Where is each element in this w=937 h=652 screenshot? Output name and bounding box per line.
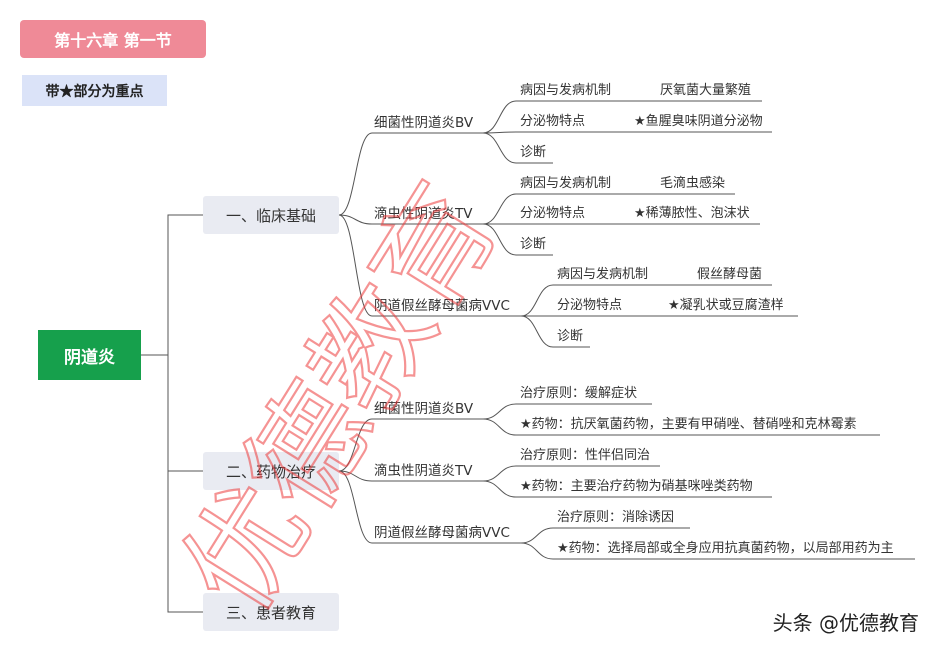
- curve: [520, 542, 554, 560]
- curve: [482, 132, 517, 164]
- branch-patient-education[interactable]: 三、患者教育: [203, 593, 339, 631]
- treat-vvc-drug[interactable]: ★药物：选择局部或全身应用抗真菌药物，以局部用药为主: [557, 541, 894, 556]
- treat-vvc[interactable]: 阴道假丝酵母菌病VVC: [374, 525, 510, 541]
- node-vvc[interactable]: 阴道假丝酵母菌病VVC: [374, 298, 510, 314]
- curve: [482, 465, 517, 482]
- root-link-2: [167, 355, 203, 472]
- vvc-diagnosis[interactable]: 诊断: [557, 329, 584, 344]
- vvc-etiology-detail[interactable]: 假丝酵母菌: [697, 267, 763, 282]
- bv-discharge[interactable]: 分泌物特点: [520, 114, 586, 129]
- bv-etiology[interactable]: 病因与发病机制: [520, 83, 612, 98]
- node-tv[interactable]: 滴虫性阴道炎TV: [374, 206, 473, 222]
- treat-bv-principle[interactable]: 治疗原则：缓解症状: [520, 386, 638, 401]
- root-link-1: [141, 214, 203, 356]
- curve: [482, 131, 517, 134]
- treat-vvc-principle[interactable]: 治疗原则：消除诱因: [557, 510, 675, 525]
- b1-bv: [338, 132, 373, 216]
- tv-etiology[interactable]: 病因与发病机制: [520, 176, 612, 191]
- branch-clinical-basics[interactable]: 一、临床基础: [203, 196, 339, 234]
- treat-bv[interactable]: 细菌性阴道炎BV: [374, 401, 474, 417]
- branch-drug-therapy[interactable]: 二、药物治疗: [203, 452, 339, 490]
- curve: [520, 284, 554, 317]
- b2-bv: [338, 418, 373, 472]
- tv-diagnosis[interactable]: 诊断: [520, 237, 547, 252]
- curve: [520, 527, 554, 544]
- root-link-3: [167, 471, 203, 613]
- curve: [482, 223, 517, 256]
- treat-tv-principle[interactable]: 治疗原则：性伴侣同治: [520, 448, 651, 463]
- bv-etiology-detail[interactable]: 厌氧菌大量繁殖: [660, 83, 752, 98]
- b2-vvc: [338, 470, 373, 544]
- vvc-discharge-detail[interactable]: ★凝乳状或豆腐渣样: [668, 298, 784, 313]
- curve: [482, 418, 517, 436]
- curve: [482, 403, 517, 420]
- source-credit: 头条 @优德教育: [772, 611, 919, 635]
- tv-discharge[interactable]: 分泌物特点: [520, 206, 586, 221]
- vvc-etiology[interactable]: 病因与发病机制: [557, 267, 649, 282]
- curve: [482, 100, 517, 134]
- chapter-title: 第十六章 第一节: [20, 20, 206, 58]
- treat-bv-drug[interactable]: ★药物：抗厌氧菌药物，主要有甲硝唑、替硝唑和克林霉素: [520, 417, 857, 432]
- bv-diagnosis[interactable]: 诊断: [520, 145, 547, 160]
- b1-vvc: [338, 214, 373, 317]
- b1-tv: [338, 214, 373, 225]
- bv-discharge-detail[interactable]: ★鱼腥臭味阴道分泌物: [634, 114, 763, 129]
- vvc-discharge[interactable]: 分泌物特点: [557, 298, 623, 313]
- node-bv[interactable]: 细菌性阴道炎BV: [374, 115, 474, 131]
- key-point-note: 带★部分为重点: [22, 75, 167, 106]
- curve: [482, 480, 517, 498]
- root-node[interactable]: 阴道炎: [38, 330, 141, 380]
- treat-tv-drug[interactable]: ★药物：主要治疗药物为硝基咪唑类药物: [520, 479, 753, 494]
- curve: [520, 315, 554, 348]
- tv-discharge-detail[interactable]: ★稀薄脓性、泡沫状: [634, 206, 750, 221]
- curve: [482, 193, 517, 225]
- b2-tv: [338, 470, 373, 482]
- treat-tv[interactable]: 滴虫性阴道炎TV: [374, 463, 473, 479]
- tv-etiology-detail[interactable]: 毛滴虫感染: [660, 176, 726, 191]
